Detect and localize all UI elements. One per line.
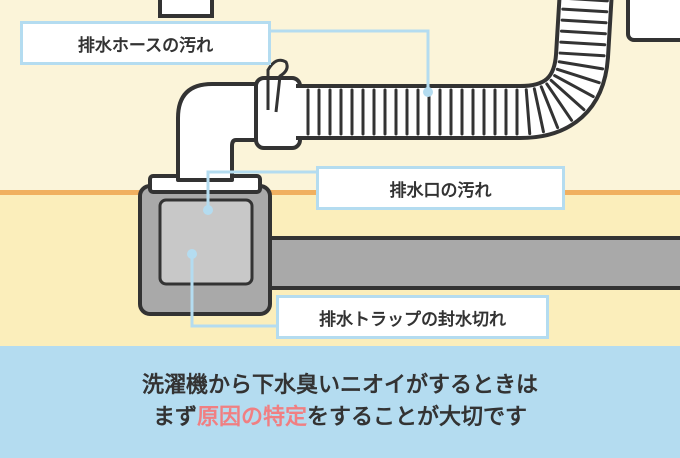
hose-rib [561, 7, 609, 14]
hose-rib [559, 40, 607, 47]
hose-rib [553, 74, 595, 99]
leader-outlet-dot [203, 205, 213, 215]
hose-rib [539, 85, 560, 130]
caption-line-2-prefix: まず [152, 405, 197, 430]
hose-rib [545, 82, 574, 122]
hose-clip [266, 58, 289, 113]
caption-line-1: 洗濯機から下水臭いニオイがするときは [141, 373, 538, 398]
hose-rib [560, 18, 608, 25]
hose-rib [524, 88, 532, 136]
upper-pipe [158, 0, 214, 18]
hose-rib [532, 87, 545, 134]
trap-inner [158, 198, 254, 286]
drain-hose [296, 0, 610, 136]
drain-pipe [260, 236, 680, 290]
caption-highlight: 原因の特定 [196, 405, 307, 430]
leader-outlet [206, 170, 316, 208]
hose-rib [559, 29, 607, 36]
hose-ribs [306, 0, 609, 136]
caption-line-2-suffix: をすることが大切です [307, 405, 528, 430]
hose-rib [549, 78, 586, 112]
label-outlet-dirt: 排水口の汚れ [316, 166, 565, 210]
washer-outlet-fixture [626, 0, 680, 42]
leader-trap-dot [187, 249, 197, 259]
caption-line-2: まず原因の特定をすることが大切です [153, 402, 527, 434]
label-trap-seal-loss: 排水トラップの封水切れ [276, 295, 549, 339]
leader-hose [270, 29, 430, 90]
leader-trap [190, 254, 276, 328]
hose-rib [568, 0, 609, 3]
hose-rib [555, 67, 601, 85]
leader-hose-dot [423, 87, 433, 97]
caption-band: 洗濯機から下水臭いニオイがするときは まず原因の特定をすることが大切です [0, 346, 680, 458]
hose-rib [558, 51, 606, 58]
label-hose-dirt: 排水ホースの汚れ [20, 21, 271, 65]
hose-rib [557, 60, 605, 71]
